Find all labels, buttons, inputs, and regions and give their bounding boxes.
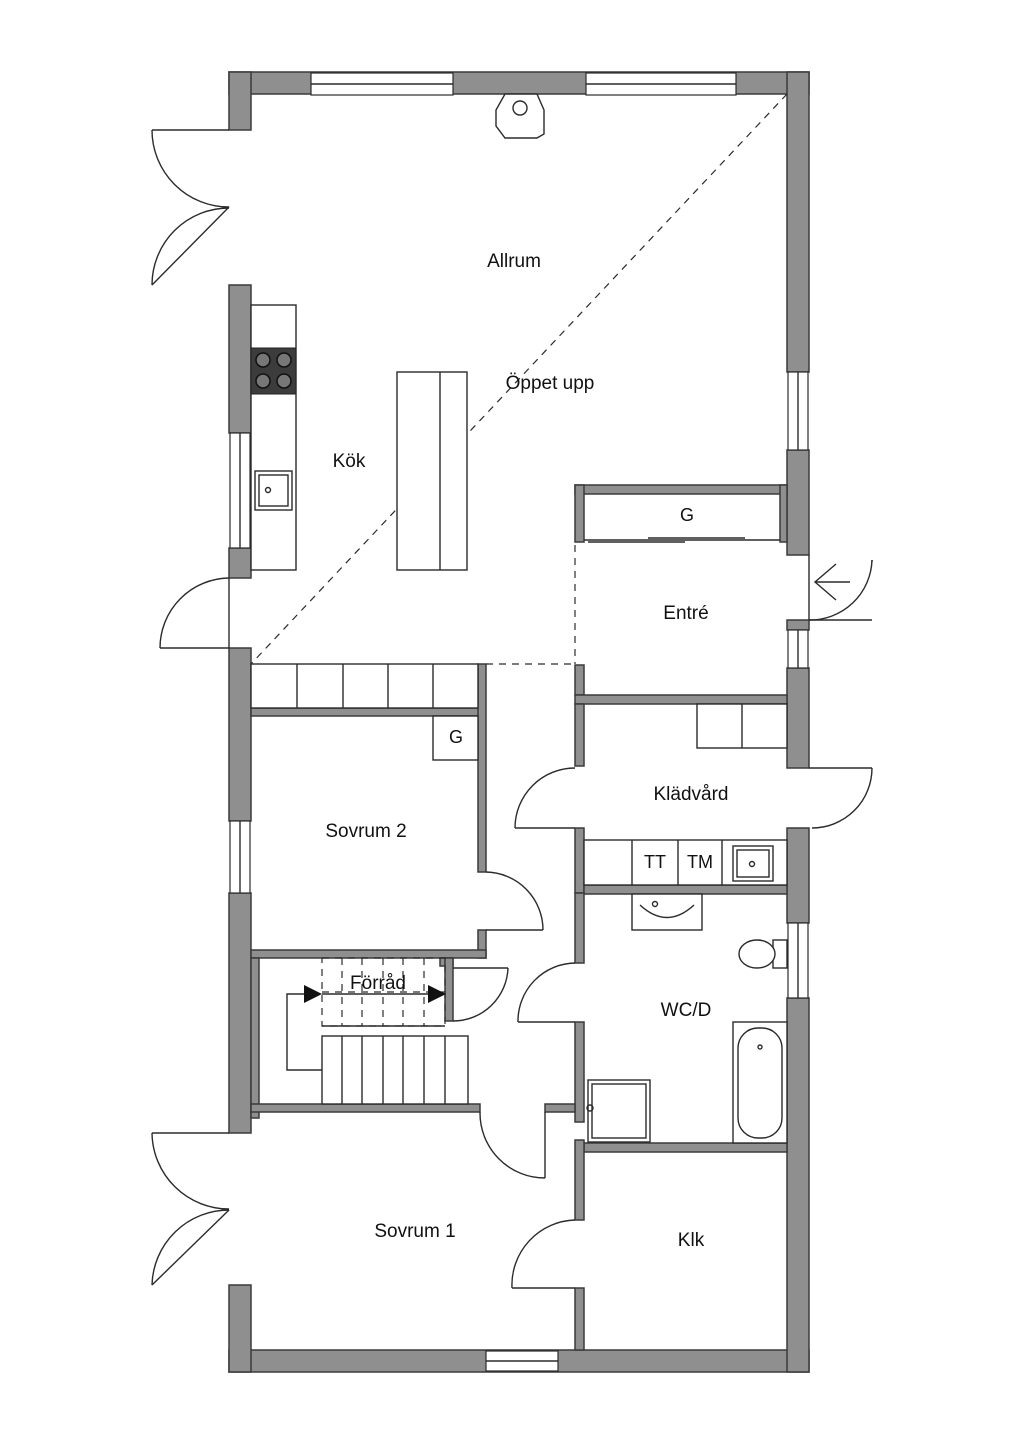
room-label-wcd: WC/D xyxy=(661,1000,712,1021)
hall-storage xyxy=(250,663,479,709)
kitchen-island xyxy=(396,371,468,571)
room-label-kok: Kök xyxy=(333,451,366,472)
kladvard-shelves xyxy=(696,703,788,749)
tumble-dryer-label: TT xyxy=(644,852,666,872)
entre-wardrobe xyxy=(584,537,780,543)
windows xyxy=(229,72,809,1372)
wardrobe-label-entre: G xyxy=(680,505,694,525)
washbasin-icon xyxy=(631,893,703,931)
fireplace-icon xyxy=(495,93,545,139)
wardrobe-label-sovrum2: G xyxy=(449,727,463,747)
kitchen-counter xyxy=(250,304,297,571)
room-label-sovrum2: Sovrum 2 xyxy=(325,821,406,842)
room-label-sovrum1: Sovrum 1 xyxy=(374,1221,455,1242)
interior-walls xyxy=(250,484,788,1351)
open-above-outline xyxy=(250,93,788,665)
room-label-forrad: Förråd xyxy=(350,973,406,994)
toilet-icon xyxy=(738,939,788,969)
room-label-entre: Entré xyxy=(663,603,708,624)
room-label-klk: Klk xyxy=(678,1230,705,1251)
laundry-counter xyxy=(583,839,788,886)
doors xyxy=(151,129,873,1289)
washing-machine-label: TM xyxy=(687,852,713,872)
room-label-allrum: Allrum xyxy=(487,251,541,272)
room-label-oppet-upp: Öppet upp xyxy=(506,373,595,394)
sovrum2-wardrobe xyxy=(432,715,479,761)
bathtub-icon xyxy=(732,1021,788,1144)
shower-icon xyxy=(586,1079,651,1143)
staircase xyxy=(286,957,469,1105)
room-label-kladvard: Klädvård xyxy=(654,784,729,805)
